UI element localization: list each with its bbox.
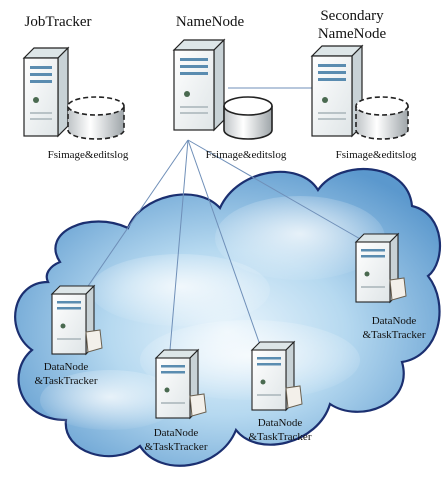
datanode-label-line2: &TaskTracker: [35, 375, 98, 387]
namenode-datanode3-link: [187, 139, 261, 346]
datanode-label-line1: DataNode: [44, 361, 89, 373]
cloud-highlight: [215, 196, 385, 280]
cluster-cloud: [14, 167, 441, 467]
datanode-label-line1: DataNode: [372, 315, 417, 327]
jobtracker-db-label: Fsimage&editslog: [48, 149, 129, 161]
datanode-server-icon: [354, 232, 407, 304]
cloud-highlight: [40, 370, 180, 430]
namenode-server-icon: [172, 38, 226, 132]
namenode-datanode4-link: [187, 139, 363, 241]
secondary-namenode-server-icon: [310, 44, 364, 138]
datanode-label-line1: DataNode: [258, 417, 303, 429]
secondary-namenode-label-line2: NameNode: [318, 26, 387, 42]
datanode-server-icon: [250, 340, 303, 412]
jobtracker-server-icon: [22, 46, 70, 138]
datanode-label-line2: &TaskTracker: [363, 329, 426, 341]
namenode-database-icon: [223, 96, 273, 140]
secondary-namenode-label-line1: Secondary: [320, 8, 384, 24]
datanode-server-icon: [154, 348, 207, 420]
namenode-label: NameNode: [176, 14, 245, 30]
datanode-label-line1: DataNode: [154, 427, 199, 439]
datanode-label-line2: &TaskTracker: [145, 441, 208, 453]
secondary-namenode-db-label: Fsimage&editslog: [336, 149, 417, 161]
namenode-datanode2-link: [169, 139, 189, 351]
jobtracker-database-icon: [67, 96, 125, 140]
secondary-namenode-database-icon: [355, 96, 409, 140]
cloud-highlight: [90, 254, 270, 326]
datanode-label-line2: &TaskTracker: [249, 431, 312, 443]
namenode-datanode1-link: [83, 139, 189, 293]
namenode-db-label: Fsimage&editslog: [206, 149, 287, 161]
jobtracker-label: JobTracker: [25, 14, 92, 30]
connection-lines: [83, 87, 363, 351]
datanode-server-icon: [50, 284, 103, 356]
